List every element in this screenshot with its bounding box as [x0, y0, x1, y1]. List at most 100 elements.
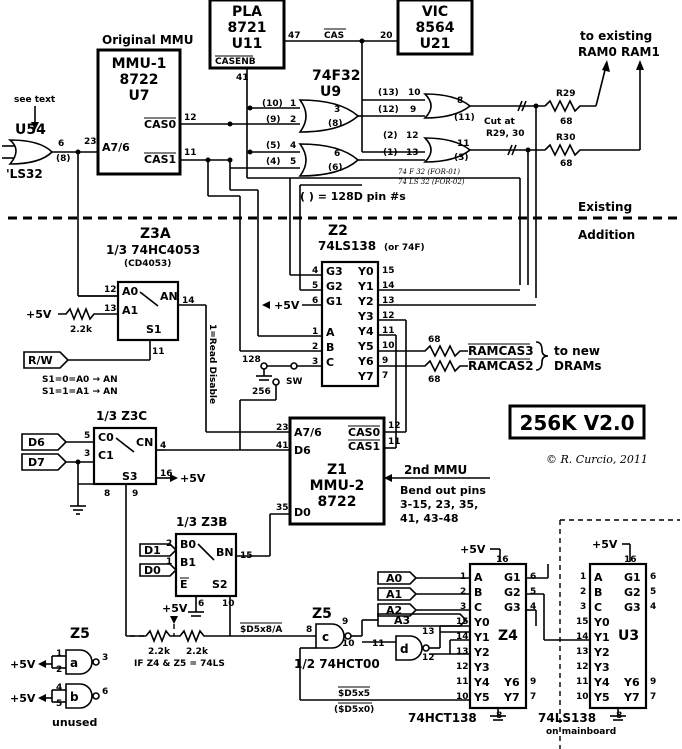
pla-part: 8721	[228, 20, 267, 36]
z1-a76: A7/6	[294, 426, 322, 439]
z3c-ref: 1/3 Z3C	[96, 409, 147, 423]
sw-256: 256	[252, 387, 271, 397]
z3a-r22k: 2.2k	[70, 325, 93, 335]
sw-label[interactable]: SW	[286, 377, 302, 387]
z5-gate-c: c	[322, 630, 329, 644]
u9-pin-9b: 9	[410, 105, 416, 115]
z3a-pin-11: 11	[152, 347, 165, 357]
d0-label: D0	[144, 564, 161, 577]
a0-label: A0	[386, 572, 403, 585]
d7-label: D7	[28, 456, 45, 469]
pla-pin47: 47	[288, 31, 301, 41]
pla-cas: CAS	[324, 31, 344, 41]
z4-pin-10: 10	[456, 692, 469, 702]
z4-y2: Y2	[473, 646, 490, 659]
bend-note-2: 3-15, 23, 35,	[400, 498, 478, 511]
z5-gate-a: a	[70, 656, 78, 670]
u9-pin-3: 3	[334, 105, 340, 115]
z4-pin-16: 16	[496, 555, 509, 565]
z4-pin-9: 9	[530, 677, 536, 687]
pullup-r2: 2.2k	[186, 647, 209, 657]
u3-y4: Y4	[593, 676, 610, 689]
u9-pin-8: (8)	[328, 119, 343, 129]
title-text: 256K V2.0	[519, 411, 634, 435]
u9-pin-2: 2	[290, 115, 296, 125]
u9-pin-10b: 10	[408, 88, 421, 98]
pla-chip	[208, 0, 286, 70]
z4-pin-4: 4	[530, 602, 536, 612]
z2-pin-7: 7	[382, 371, 388, 381]
z2-pin-4: 4	[312, 266, 318, 276]
pla-ref: U11	[232, 36, 263, 52]
vic-pin20: 20	[380, 31, 393, 41]
u3-pin-10: 10	[576, 692, 589, 702]
u3-y6: Y6	[623, 676, 640, 689]
z4-ref: Z4	[498, 628, 518, 644]
rw-label: R/W	[28, 354, 53, 367]
u54-ref: U54	[15, 122, 46, 138]
z3c-c1: C1	[98, 449, 114, 462]
mmu1-part: 8722	[120, 72, 159, 88]
r68-b: 68	[428, 375, 441, 385]
rw-connector	[23, 351, 70, 369]
sw-contact-256[interactable]	[272, 378, 280, 386]
u9-legend: ( ) = 128D pin #s	[300, 190, 406, 203]
z5-pin-9: 9	[342, 617, 348, 627]
u3-vcc: +5V	[592, 538, 618, 551]
z2-chip	[320, 260, 380, 388]
z2-alt: (or 74F)	[384, 243, 425, 253]
z3a-part: 1/3 74HC4053	[106, 243, 200, 257]
u3-y3: Y3	[593, 661, 610, 674]
z2-pin-1: 1	[312, 327, 318, 337]
u9-pin-3b: (3)	[454, 153, 469, 163]
z4-y1: Y1	[473, 631, 490, 644]
z4-pin-5: 5	[530, 587, 536, 597]
z2-pin-6: 6	[312, 296, 318, 306]
u9-pin-5b: 5	[290, 157, 296, 167]
z4-vcc: +5V	[460, 543, 486, 556]
z4-g1: G1	[504, 571, 521, 584]
z1-pin-11: 11	[388, 437, 401, 447]
z1-cas1: CAS1	[348, 440, 380, 453]
z3c-chip	[92, 426, 158, 486]
z3a-chip	[116, 280, 180, 342]
u9-pin-8b: 8	[457, 96, 463, 106]
sw-contact-128[interactable]	[260, 362, 268, 370]
d5x5-label: $D5x5	[338, 689, 370, 699]
vic-part: 8564	[416, 20, 455, 36]
u3-pin-5: 5	[650, 587, 656, 597]
z5-pin-12: 12	[422, 653, 435, 663]
z2-pin-3: 3	[312, 357, 318, 367]
z1-d0: D0	[294, 506, 311, 519]
z4-pin-15: 15	[456, 617, 469, 627]
mmu1-pin11: 11	[184, 148, 197, 158]
z4-pin-14: 14	[456, 632, 469, 642]
u3-pin-15: 15	[576, 617, 589, 627]
z3b-bn: BN	[216, 546, 234, 559]
z2-y6: Y6	[357, 355, 374, 368]
sw-128: 128	[242, 355, 261, 365]
mmu1-pin12: 12	[184, 113, 197, 123]
mmu1-pin23: 23	[84, 137, 97, 147]
u9-part: 74F32	[312, 68, 361, 84]
z4-part: 74HCT138	[408, 711, 477, 725]
mmu1-name: MMU-1	[112, 56, 167, 72]
z3b-chip	[174, 532, 238, 598]
z2-pin-11: 11	[382, 326, 395, 336]
u9-pin-2b: (2)	[383, 131, 398, 141]
r30-value: 68	[560, 159, 573, 169]
unused-label: unused	[52, 716, 97, 729]
z3a-a1: A1	[122, 304, 138, 317]
z4-a: A	[474, 571, 483, 584]
z3b-b1: B1	[180, 556, 196, 569]
z5-unused-title: Z5	[70, 626, 90, 642]
mmu1-cas1: CAS1	[144, 153, 176, 166]
u9-pin-4: 4	[290, 141, 296, 151]
z5-pin-11: 11	[372, 639, 385, 649]
z4-pin-2: 2	[460, 587, 466, 597]
z4-pin-7: 7	[530, 692, 536, 702]
z2-part: 74LS138	[318, 239, 376, 253]
z4-y0: Y0	[473, 616, 490, 629]
z2-y0: Y0	[357, 265, 374, 278]
mmu1-heading: Original MMU	[102, 33, 194, 47]
